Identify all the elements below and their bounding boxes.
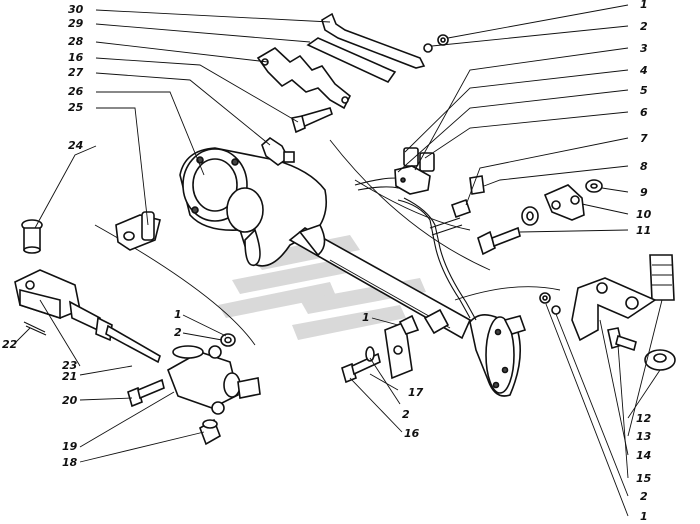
- bolt-middle-part: [341, 352, 381, 384]
- valve-fitting-part: [394, 147, 435, 195]
- callout-2-left: 2: [174, 326, 182, 339]
- callout-10: 10: [636, 208, 652, 221]
- callout-22: 22: [2, 338, 18, 351]
- bolt-cylinder-part: [127, 378, 165, 408]
- callout-1-bottom: 1: [640, 510, 648, 523]
- callout-15: 15: [636, 472, 652, 485]
- callout-1-right: 1: [640, 0, 648, 11]
- callout-1-middle: 1: [362, 311, 370, 324]
- bolt-bracket-part: [607, 327, 637, 352]
- callout-8: 8: [640, 160, 648, 173]
- plate-part: [306, 37, 397, 84]
- callout-30: 30: [68, 3, 84, 16]
- bolt-top-part: [290, 107, 333, 134]
- callout-1-left: 1: [174, 308, 182, 321]
- slave-cylinder-part: [167, 345, 261, 415]
- callout-3: 3: [640, 42, 648, 55]
- clevis-fork-part: [14, 269, 113, 342]
- callout-21: 21: [62, 370, 77, 383]
- watermark-logo: [218, 235, 426, 340]
- callout-12: 12: [636, 412, 652, 425]
- tee-piece-part: [521, 179, 603, 226]
- union-fitting-part: [450, 175, 485, 219]
- brake-pipe-part: [354, 175, 477, 321]
- callout-2-bottom: 2: [640, 490, 648, 503]
- callout-17: 17: [408, 386, 424, 399]
- callout-16-middle: 16: [404, 427, 420, 440]
- callout-20: 20: [62, 394, 78, 407]
- threaded-rod-part: [105, 324, 161, 364]
- callout-5: 5: [640, 84, 648, 97]
- bracket-strap-part: [321, 12, 426, 69]
- callout-2-middle: 2: [402, 408, 410, 421]
- small-bracket-part: [384, 314, 420, 380]
- bolt-right-part: [477, 226, 521, 256]
- nut-washer-left-part: [220, 333, 236, 347]
- callout-27: 27: [68, 66, 84, 79]
- clevis-pin-part: [21, 219, 43, 254]
- callout-6: 6: [640, 106, 648, 119]
- valve-assembly-part: [469, 314, 527, 397]
- pushrod-tube-part: [288, 224, 472, 340]
- callout-4: 4: [639, 64, 648, 77]
- callout-25: 25: [68, 101, 84, 114]
- callout-2-right: 2: [640, 20, 648, 33]
- callout-23: 23: [62, 359, 78, 372]
- callout-29: 29: [68, 17, 84, 30]
- leader-lines: [15, 4, 663, 517]
- fitting-part: [261, 136, 295, 166]
- callout-labels: 30 29 28 16 27 26 25 24 22 23 1 2 21 20 …: [2, 0, 652, 523]
- l-bracket-part: [571, 277, 657, 342]
- clamp-part: [256, 47, 352, 110]
- nut-washer-top-part: [423, 34, 449, 53]
- hinge-plate-part: [115, 211, 161, 251]
- hydraulic-fitting-part: [644, 254, 676, 371]
- callout-24: 24: [68, 139, 83, 152]
- callout-16-top: 16: [68, 51, 84, 64]
- callout-9: 9: [640, 186, 648, 199]
- callout-26: 26: [68, 85, 84, 98]
- nut-washer-bracket-part: [539, 292, 561, 315]
- callout-18: 18: [62, 456, 78, 469]
- main-housing-part: [179, 147, 328, 267]
- callout-13: 13: [636, 430, 652, 443]
- callout-28: 28: [68, 35, 84, 48]
- bleeder-fitting-part: [199, 418, 221, 446]
- washer-middle-part: [365, 346, 375, 362]
- cotter-pin-part: [23, 321, 47, 336]
- callout-11: 11: [636, 224, 651, 237]
- callout-7: 7: [640, 132, 648, 145]
- callout-19: 19: [62, 440, 78, 453]
- callout-14: 14: [636, 449, 651, 462]
